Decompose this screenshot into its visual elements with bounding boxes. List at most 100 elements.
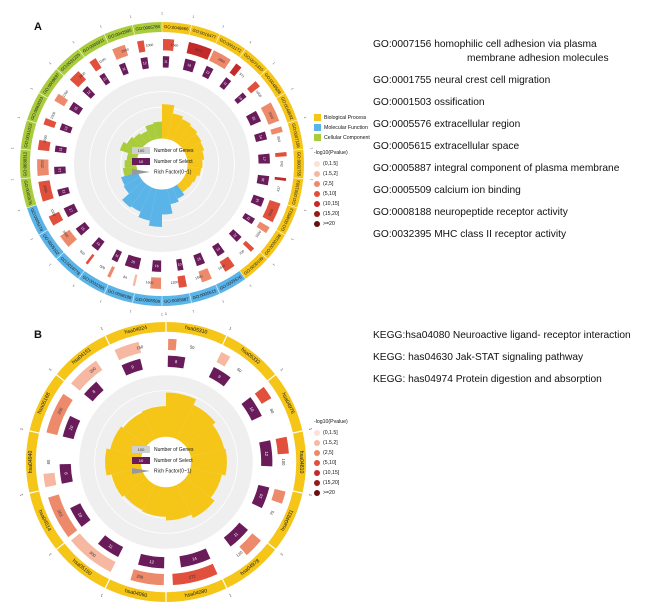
rich-factor-bar	[140, 130, 152, 144]
select-count-bar	[179, 548, 211, 568]
select-count-bar	[193, 252, 206, 267]
tick-label: 1	[100, 593, 104, 598]
category-segment	[223, 336, 276, 381]
gene-count-bar	[60, 229, 77, 247]
gene-count-bar	[198, 268, 212, 283]
gene-count-bar	[177, 275, 187, 288]
select-count-label: 16	[261, 178, 266, 183]
go-term-row-continuation: membrane adhesion molecules	[467, 53, 609, 64]
select-count-bar	[118, 62, 129, 76]
gene-count-bar	[275, 436, 289, 455]
gene-count-bar	[137, 40, 146, 53]
select-count-bar	[75, 221, 90, 236]
rich-factor-bar	[177, 125, 198, 147]
gene-count-label: 84	[123, 275, 128, 280]
tick-label: 1	[17, 116, 21, 119]
category-segment	[215, 271, 246, 294]
category-label: GO:0048666	[164, 24, 190, 32]
tick-label: 1	[249, 40, 253, 44]
select-count-label: 10	[178, 262, 182, 266]
legend-item: Biological Process	[314, 113, 370, 123]
tick-label: 1	[303, 116, 307, 119]
tick-label: 1	[310, 179, 314, 181]
legend-rich: Rich Factor(0~1)	[132, 468, 193, 479]
gene-count-bar	[247, 81, 260, 94]
tick-label: 1	[228, 326, 232, 331]
select-count-bar	[82, 86, 96, 99]
select-count-bar	[59, 463, 73, 484]
select-count-bar	[91, 237, 105, 251]
category-legend: Biological Process Molecular Function Ce…	[314, 113, 370, 143]
select-count-bar	[97, 535, 124, 558]
category-segment	[189, 25, 220, 44]
select-count-label: 13	[205, 70, 210, 75]
select-count-bar	[258, 153, 270, 164]
gene-count-bar	[43, 472, 57, 488]
select-count-label: 9	[131, 364, 135, 370]
gene-count-label: 2000	[62, 230, 70, 239]
rich-factor-bar	[133, 133, 147, 147]
gene-count-label: 642	[279, 161, 283, 167]
gene-count-label: 80	[269, 408, 276, 415]
gene-count-bar	[262, 200, 281, 223]
gene-count-label: 100	[281, 459, 286, 467]
select-count-label: 11	[164, 60, 168, 64]
category-segment	[276, 205, 297, 235]
go-term-row: GO:0008188 neuropeptide receptor activit…	[373, 207, 568, 218]
gene-count-label: 150	[136, 344, 145, 351]
rich-factor-bar	[187, 159, 203, 169]
category-segment	[20, 120, 37, 150]
category-label: GO:0030199	[243, 255, 265, 276]
select-count-bar	[99, 72, 111, 86]
category-label: hsa04060	[124, 588, 148, 599]
gene-count-label: 1000	[50, 111, 57, 120]
category-label: GO:0007156	[291, 123, 301, 149]
gene-count-bar	[69, 71, 87, 88]
select-count-bar	[228, 229, 242, 242]
gene-count-bar	[219, 256, 235, 272]
gene-count-label: 120	[235, 549, 244, 558]
category-segment	[56, 252, 85, 279]
category-segment	[104, 25, 135, 44]
gene-count-label: 1600	[146, 280, 154, 285]
legend-item: (1.5,2]	[314, 169, 348, 179]
gene-count-label: 2891	[217, 57, 226, 64]
select-count-bar	[59, 123, 73, 134]
grid-ring	[89, 91, 235, 237]
tick-label: 1	[272, 61, 276, 65]
category-segment	[239, 49, 268, 76]
gene-count-label: 1000	[255, 90, 263, 99]
select-count-bar	[208, 366, 231, 387]
select-count-label: 10	[102, 76, 107, 81]
category-segment	[29, 491, 64, 549]
select-count-label: 14	[258, 135, 263, 140]
rich-factor-bar	[166, 484, 192, 521]
select-count-bar	[182, 58, 196, 73]
select-count-label: 10	[249, 406, 256, 413]
tick-label: 1	[19, 427, 24, 430]
tick-label: 1	[161, 11, 163, 15]
gene-count-bar	[254, 386, 272, 404]
category-label: GO:0005788	[135, 24, 161, 32]
select-count-bar	[242, 212, 256, 225]
go-term-row: GO:0005576 extracellular region	[373, 119, 521, 130]
rich-factor-bar	[172, 184, 185, 199]
tick-label: 1	[71, 284, 75, 288]
select-count-bar	[202, 65, 214, 80]
rich-factor-bar	[184, 171, 198, 183]
gene-count-bar	[89, 58, 102, 72]
rich-factor-bar	[167, 187, 179, 205]
tick-label: 1	[308, 427, 313, 430]
go-term-row: GO:0032395 MHC class II receptor activit…	[373, 229, 567, 240]
select-count-label: 12	[143, 61, 147, 65]
rich-factor-bar	[166, 392, 197, 440]
rich-factor-bar	[167, 113, 184, 141]
gene-count-bar	[186, 41, 212, 60]
gene-count-label: 400	[79, 249, 86, 256]
rich-factor-bar	[111, 467, 147, 497]
rich-factor-bar	[138, 187, 157, 221]
select-count-bar	[246, 110, 262, 126]
gene-count-label: 1640	[217, 264, 226, 271]
select-count-bar	[138, 553, 165, 569]
